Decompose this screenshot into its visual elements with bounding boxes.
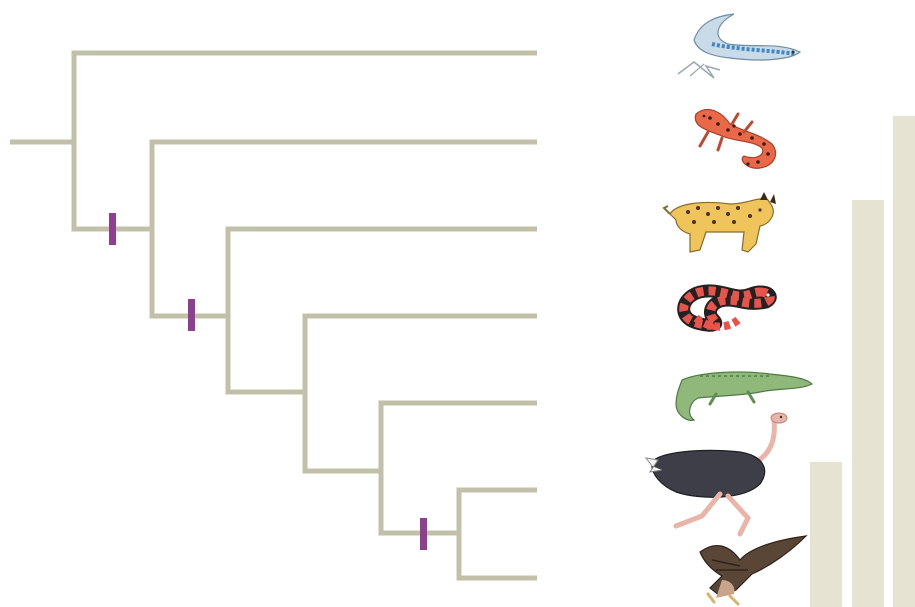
crocodile-icon xyxy=(675,371,814,421)
character-marks xyxy=(109,213,427,550)
node-3 xyxy=(225,226,537,395)
clade-bar-outer xyxy=(893,116,915,607)
character-mark-2 xyxy=(188,299,195,331)
clade-bars xyxy=(810,116,915,607)
lancelet-icon xyxy=(677,13,802,79)
tree-branches xyxy=(10,50,537,581)
clade-bar-inner xyxy=(810,462,842,607)
bobcat-icon xyxy=(662,192,776,253)
node-6 xyxy=(456,487,537,581)
clade-bar-middle xyxy=(852,200,884,607)
salamander-icon xyxy=(694,109,777,169)
ostrich-icon xyxy=(644,412,788,537)
node-4 xyxy=(302,313,537,474)
character-mark-3 xyxy=(420,518,427,550)
character-mark-1 xyxy=(109,213,116,245)
snake-icon xyxy=(677,284,777,332)
hawk-icon xyxy=(699,535,808,606)
